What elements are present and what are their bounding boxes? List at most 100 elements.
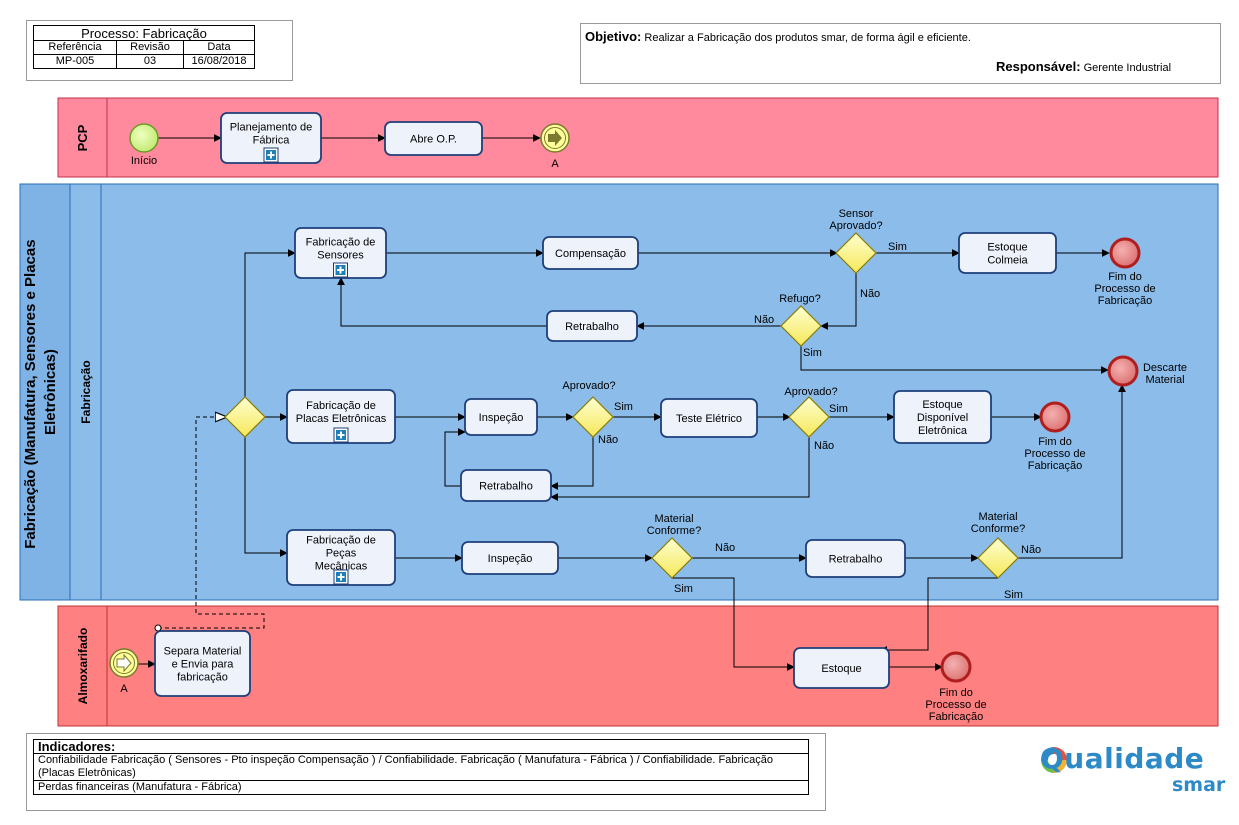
responsible-label: Responsável:	[996, 59, 1081, 74]
task-label: Teste Elétrico	[676, 413, 742, 425]
end-event-placas[interactable]	[1039, 401, 1071, 433]
gateway-label: Refugo?	[779, 293, 821, 305]
task-inspecao-placas[interactable]: Inspeção	[464, 398, 538, 436]
task-label: Estoque	[821, 663, 861, 675]
flow-label-nao: Não	[860, 288, 880, 300]
flow-label-nao: Não	[598, 434, 618, 446]
logo-word-smar: smar	[1172, 774, 1226, 796]
task-retrabalho-placas[interactable]: Retrabalho	[460, 469, 552, 502]
gateway-aprovado-inspecao[interactable]	[572, 396, 614, 438]
gateway-material-conforme-2[interactable]	[977, 537, 1019, 579]
responsible: Responsável: Gerente Industrial	[996, 59, 1171, 74]
end-event-estoque[interactable]	[940, 651, 972, 683]
subprocess-plus-icon[interactable]	[263, 147, 279, 163]
task-compensacao[interactable]: Compensação	[542, 236, 639, 270]
flow-label-nao: Não	[754, 314, 774, 326]
gateway-main[interactable]	[224, 396, 266, 438]
task-label: Abre O.P.	[410, 134, 457, 146]
flow-label-nao: Não	[1021, 544, 1041, 556]
objective-box: Objetivo: Realizar a Fabricação dos prod…	[580, 23, 1221, 84]
gateway-material-conforme-1[interactable]	[651, 537, 693, 579]
flow-label-sim: Sim	[888, 241, 907, 253]
lane-fabricacao-label: Fabricação	[79, 360, 93, 423]
indicator-row: Confiabilidade Fabricação ( Sensores - P…	[33, 753, 809, 781]
col-revisao: Revisão	[116, 40, 184, 55]
link-event-a-catch[interactable]	[109, 648, 139, 678]
objective: Objetivo: Realizar a Fabricação dos prod…	[585, 29, 971, 44]
subprocess-plus-icon[interactable]	[333, 427, 349, 443]
task-estoque[interactable]: Estoque	[793, 647, 890, 689]
link-event-a-catch-label: A	[120, 683, 128, 695]
task-label: Retrabalho	[565, 321, 619, 333]
gateway-refugo[interactable]	[780, 305, 822, 347]
link-event-a-throw[interactable]	[540, 123, 570, 153]
pool-label-line1: Fabricação (Manufatura, Sensores e Placa…	[22, 239, 39, 548]
value-data: 16/08/2018	[183, 54, 255, 69]
association-origin	[154, 624, 162, 632]
pool-fabricacao-label: Fabricação (Manufatura, Sensores e Placa…	[22, 235, 59, 548]
gateway-aprovado-teste[interactable]	[788, 396, 830, 438]
objective-label: Objetivo:	[585, 29, 642, 44]
flow-label-sim: Sim	[829, 403, 848, 415]
flow-label-sim: Sim	[803, 347, 822, 359]
flow-label-sim: Sim	[674, 583, 693, 595]
end-event-descarte[interactable]	[1107, 355, 1139, 387]
flow-label-sim: Sim	[1004, 589, 1023, 601]
task-retrabalho-pecas[interactable]: Retrabalho	[805, 539, 906, 578]
gateway-label: Aprovado?	[784, 386, 837, 398]
gateway-sensor-aprovado[interactable]	[835, 232, 877, 274]
process-header-box: Processo: Fabricação Referência Revisão …	[26, 20, 293, 81]
objective-text: Realizar a Fabricação dos produtos smar,…	[644, 32, 971, 44]
value-revisao: 03	[116, 54, 184, 69]
gateway-label: Aprovado?	[562, 380, 615, 392]
indicators-box: Indicadores: Confiabilidade Fabricação (…	[26, 733, 826, 811]
responsible-text: Gerente Industrial	[1083, 62, 1172, 74]
task-label: Retrabalho	[479, 481, 533, 493]
task-retrabalho-sensores[interactable]: Retrabalho	[546, 310, 638, 342]
subprocess-plus-icon[interactable]	[333, 569, 349, 585]
task-inspecao-pecas[interactable]: Inspeção	[461, 541, 559, 575]
indicator-row: Perdas financeiras (Manufatura - Fábrica…	[33, 780, 809, 795]
start-event[interactable]	[129, 123, 159, 153]
task-label: Inspeção	[479, 412, 524, 424]
indicators-table: Indicadores: Confiabilidade Fabricação (…	[33, 739, 809, 795]
flow-labels: Sim Não Não Sim Sim Não Sim Não Não Sim …	[598, 241, 1041, 601]
task-label: Retrabalho	[829, 554, 883, 566]
lane-almoxarifado-label: Almoxarifado	[76, 628, 90, 705]
arrow-right-outline-icon	[116, 653, 132, 673]
task-abre-op[interactable]: Abre O.P.	[384, 121, 483, 156]
flow-label-nao: Não	[814, 440, 834, 452]
start-event-label: Início	[131, 155, 157, 167]
task-teste-eletrico[interactable]: Teste Elétrico	[660, 398, 758, 438]
lane-pcp-label: PCP	[75, 124, 90, 151]
task-label: Inspeção	[488, 553, 533, 565]
end-event-sensores[interactable]	[1109, 237, 1141, 269]
sequence-flows	[137, 134, 1126, 671]
lane-almoxarifado: Almoxarifado	[57, 605, 1219, 727]
subprocess-plus-icon[interactable]	[333, 262, 348, 278]
